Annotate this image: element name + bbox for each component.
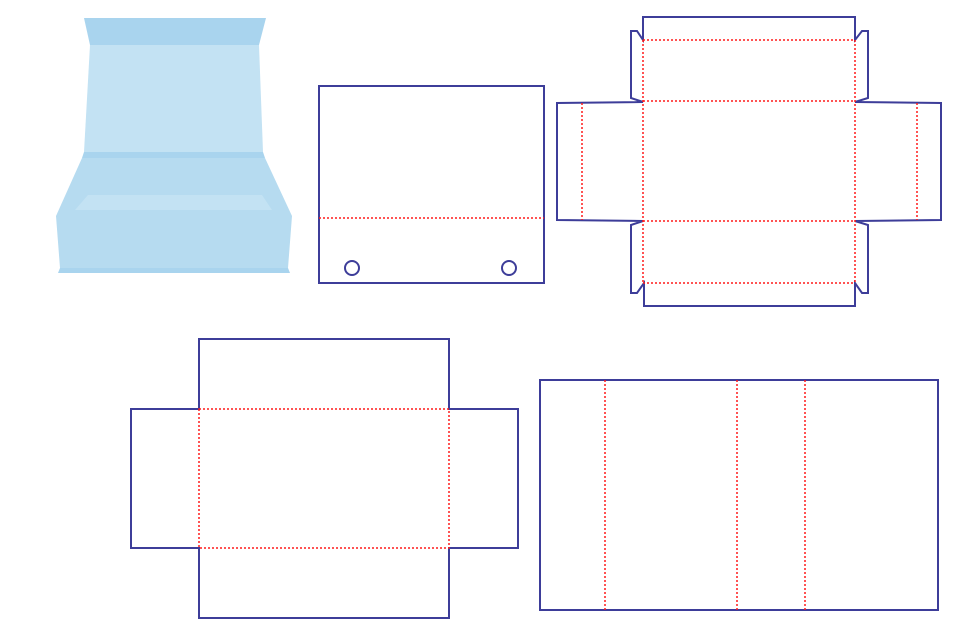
box-front-wall — [56, 216, 292, 268]
wrap-dieline — [539, 379, 939, 611]
tray-dieline-with-tabs — [556, 16, 942, 307]
box-photo — [56, 18, 292, 273]
cross-dieline — [130, 338, 519, 619]
wrap-outline — [539, 379, 939, 611]
cross-outline — [130, 338, 519, 619]
sleeve-dieline — [318, 85, 545, 284]
ribbon-hole-right — [501, 260, 517, 276]
box-rim — [82, 152, 265, 158]
tray-creases — [581, 39, 918, 284]
box-floor — [75, 195, 272, 210]
sleeve-outline — [318, 85, 545, 284]
tray-outline — [556, 16, 942, 307]
cross-crease — [198, 408, 450, 549]
lid-inner-panel — [84, 45, 263, 152]
ribbon-hole-left — [344, 260, 360, 276]
box-base — [58, 268, 290, 273]
lid-outer-panel — [84, 18, 266, 45]
